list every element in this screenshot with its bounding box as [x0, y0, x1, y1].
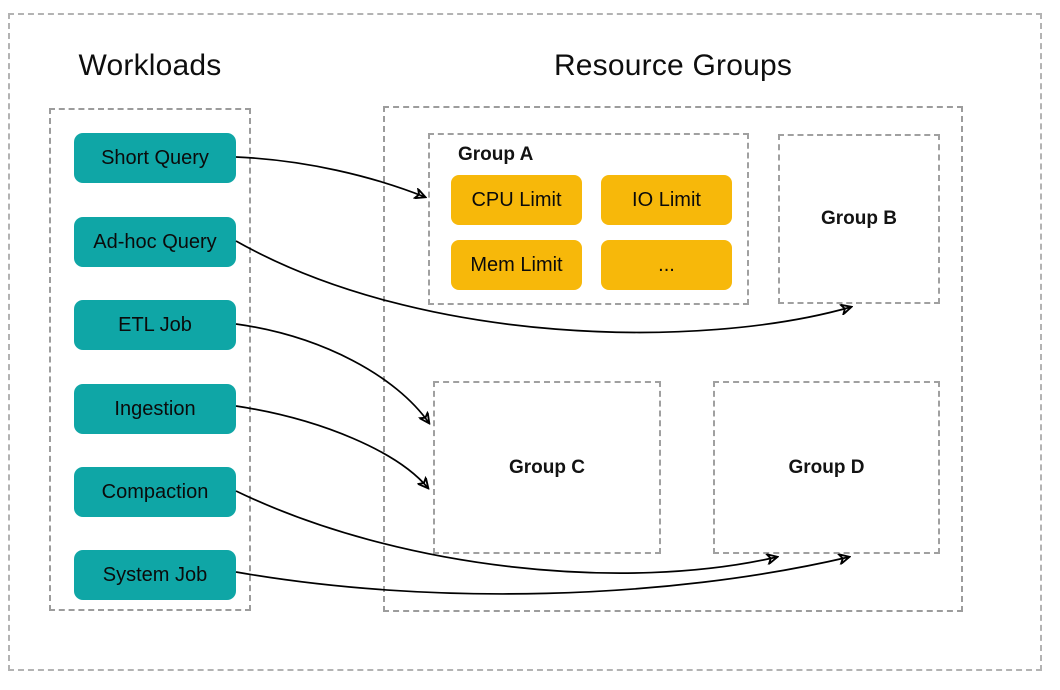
workloads-container: Short Query Ad-hoc Query ETL Job Ingesti…: [49, 108, 251, 611]
resource-groups-title: Resource Groups: [553, 49, 793, 82]
group-d-box: Group D: [713, 381, 940, 554]
cpu-limit-box: CPU Limit: [451, 175, 582, 225]
workload-ingestion: Ingestion: [74, 384, 236, 434]
group-c-label: Group C: [509, 456, 585, 478]
group-a-label: Group A: [458, 144, 534, 165]
workload-short-query: Short Query: [74, 133, 236, 183]
workload-adhoc-query: Ad-hoc Query: [74, 217, 236, 267]
group-b-box: Group B: [778, 134, 940, 304]
group-d-label: Group D: [788, 456, 865, 478]
workload-system-job: System Job: [74, 550, 236, 600]
group-a-box: Group A CPU Limit IO Limit Mem Limit ...: [428, 133, 749, 305]
workloads-title: Workloads: [78, 49, 222, 82]
group-b-label: Group B: [821, 208, 897, 229]
io-limit-box: IO Limit: [601, 175, 732, 225]
workload-etl-job: ETL Job: [74, 300, 236, 350]
group-c-box: Group C: [433, 381, 661, 554]
resource-groups-container: Group A CPU Limit IO Limit Mem Limit ...…: [383, 106, 963, 612]
page-border: [8, 13, 1042, 671]
mem-limit-box: Mem Limit: [451, 240, 582, 290]
workload-compaction: Compaction: [74, 467, 236, 517]
more-limits-box: ...: [601, 240, 732, 290]
